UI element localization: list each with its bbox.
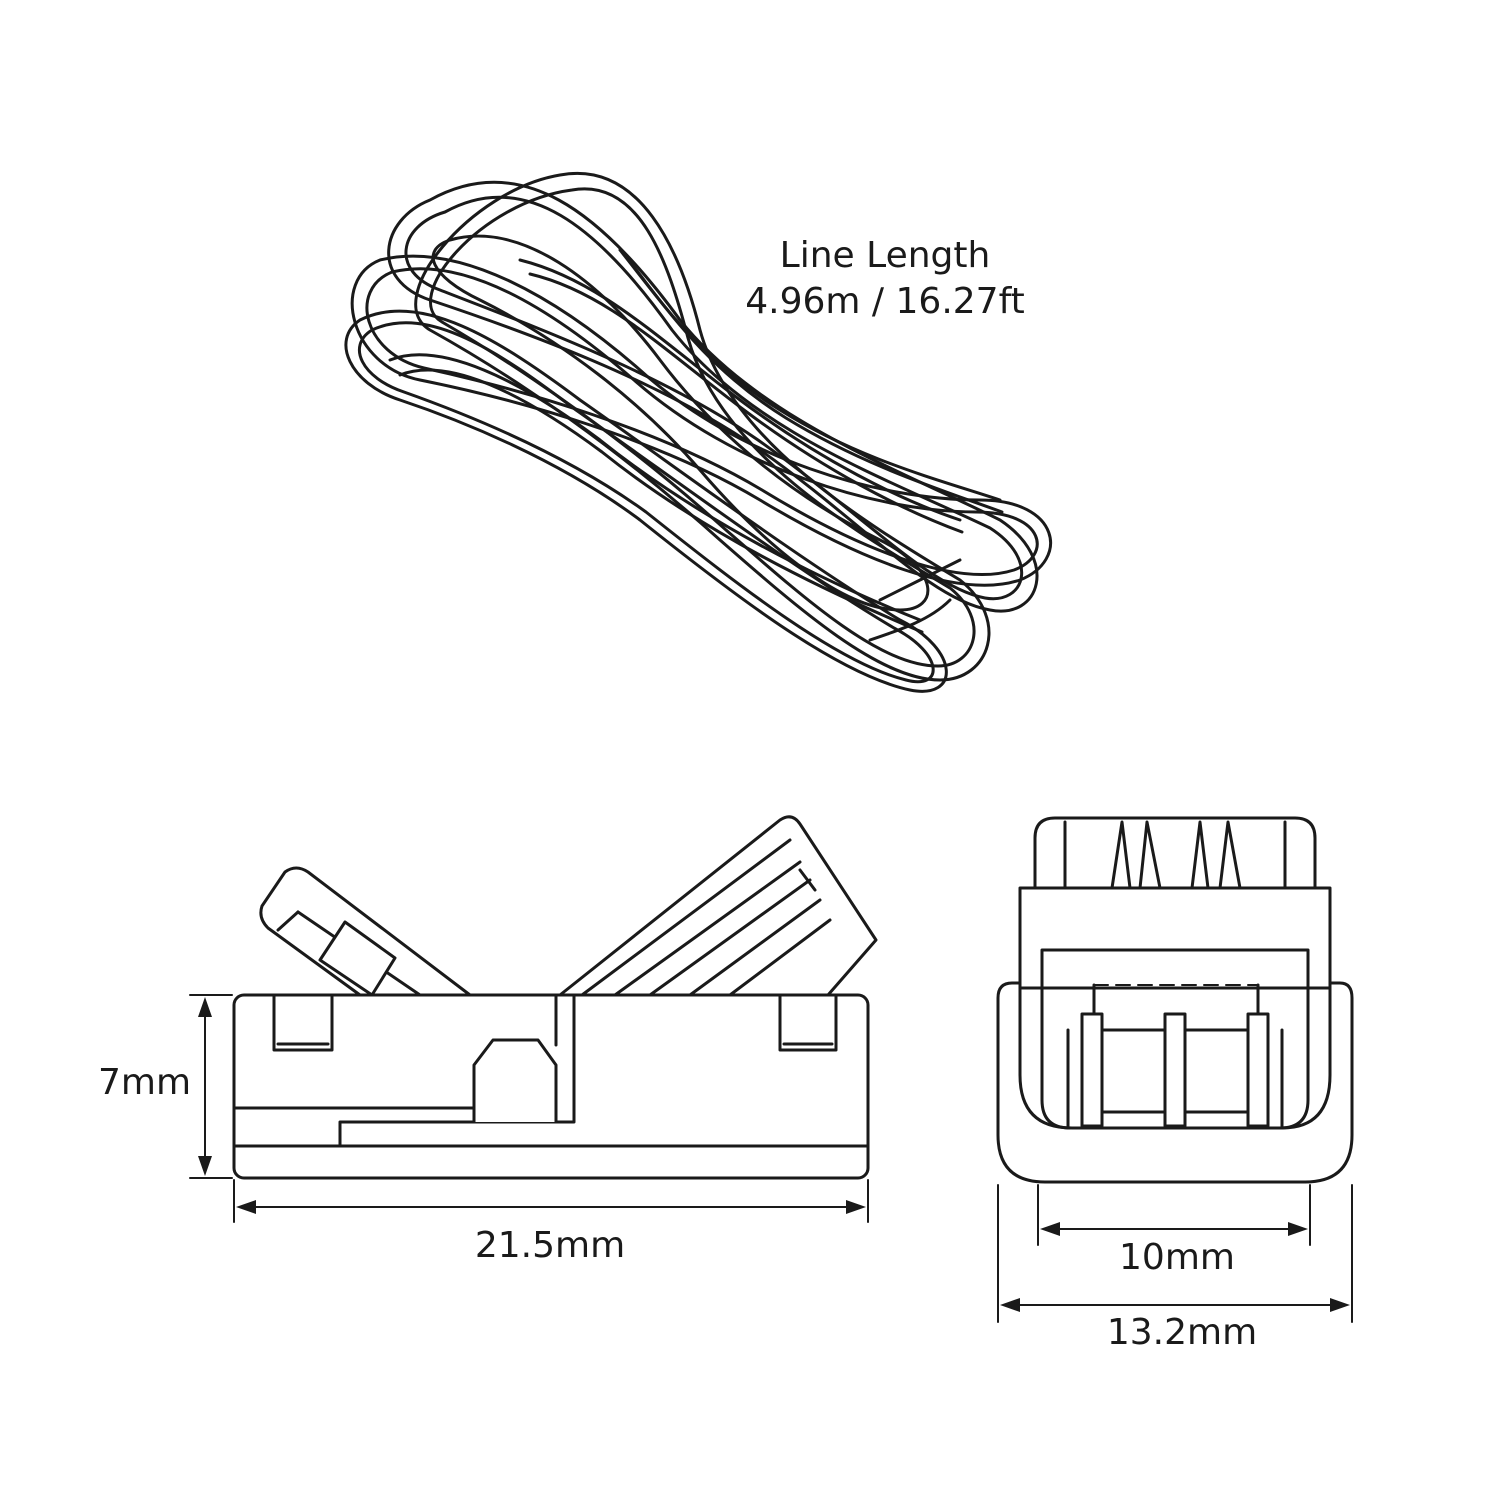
cable-length-value: 4.96m / 16.27ft xyxy=(745,281,1025,322)
inner-width-dimension-label: 10mm xyxy=(1119,1237,1235,1278)
coiled-cable-illustration xyxy=(344,171,1052,693)
length-dimension-label: 21.5mm xyxy=(474,1225,626,1266)
connector-front-view xyxy=(996,816,1354,1184)
outer-width-dimension-label: 13.2mm xyxy=(1106,1312,1258,1353)
height-dimension xyxy=(189,994,233,1179)
length-dimension xyxy=(233,1179,869,1223)
inner-width-dimension xyxy=(1037,1184,1311,1246)
cable-length-title: Line Length xyxy=(779,235,991,276)
height-dimension-label: 7mm xyxy=(98,1062,192,1103)
left-clip xyxy=(259,866,472,997)
outer-width-dimension xyxy=(997,1184,1353,1323)
connector-side-view xyxy=(232,815,878,1180)
right-clip xyxy=(558,815,878,997)
